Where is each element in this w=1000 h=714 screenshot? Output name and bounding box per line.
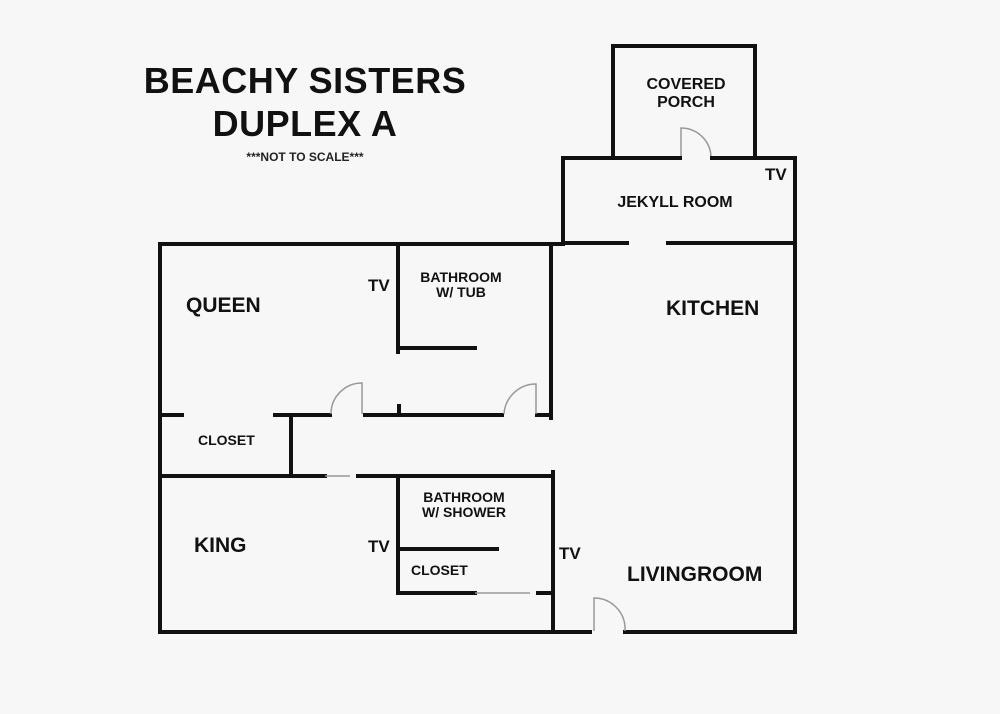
plan-title-line1: BEACHY SISTERS (143, 60, 467, 101)
room-king: KING (194, 534, 247, 557)
room-label: BATHROOM (420, 269, 502, 285)
queen-door (330, 382, 363, 415)
room-queen: QUEEN (186, 294, 261, 317)
tv-marker-king: TV (368, 537, 390, 556)
room-kitchen: KITCHEN (666, 297, 760, 320)
room-bathroom-shower: BATHROOM W/ SHOWER (414, 489, 514, 521)
porch-door (680, 127, 712, 157)
room-label: W/ SHOWER (422, 504, 506, 521)
room-livingroom: LIVINGROOM (627, 563, 763, 586)
tv-marker-livingroom: TV (559, 544, 581, 563)
room-covered-porch: COVERED PORCH (628, 76, 744, 111)
room-label: COVERED (646, 76, 726, 93)
plan-subtitle: ***NOT TO SCALE*** (246, 150, 364, 164)
porch-walls (611, 44, 757, 160)
bath-tub-door (503, 383, 537, 415)
room-bathroom-tub: BATHROOM W/ TUB (408, 269, 514, 301)
room-label: BATHROOM (423, 489, 505, 505)
front-door (593, 597, 626, 632)
room-label: W/ TUB (436, 284, 486, 301)
plan-title-line2: DUPLEX A (212, 103, 398, 144)
room-closet-bath: CLOSET (411, 562, 468, 578)
room-jekyll: JEKYLL ROOM (617, 194, 733, 211)
room-closet-left: CLOSET (198, 432, 255, 448)
tv-marker-jekyll: TV (765, 165, 787, 184)
tv-marker-queen: TV (368, 276, 390, 295)
room-label: PORCH (657, 93, 715, 111)
